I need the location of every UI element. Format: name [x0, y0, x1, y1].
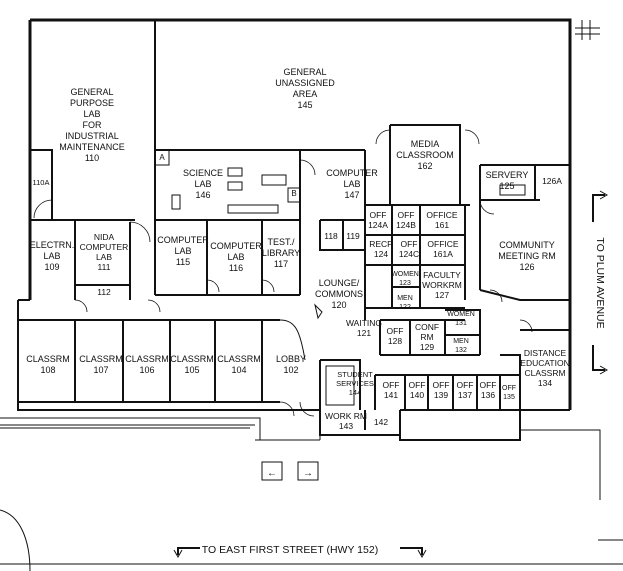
right-arrow-icon: →: [303, 468, 313, 479]
room-label-142: 142: [374, 417, 388, 427]
room-label-118: 118: [324, 231, 338, 241]
room-label-119: 119: [346, 231, 360, 241]
room-label-112: 112: [97, 287, 111, 297]
entry-arrows: ← →: [267, 468, 313, 479]
room-label-a: A: [159, 153, 165, 162]
svg-text:TO PLUM AVENUE: TO PLUM AVENUE: [594, 237, 606, 328]
street-east-label: TO PLUM AVENUE: [592, 190, 609, 375]
lab-benches: [171, 167, 526, 320]
room-label-126a: 126A: [542, 176, 562, 186]
room-label-b: B: [291, 189, 296, 198]
svg-text:TO EAST FIRST STREET (HWY 152: TO EAST FIRST STREET (HWY 152): [202, 544, 378, 556]
room-label-110a: 110A: [33, 178, 50, 187]
left-arrow-icon: ←: [267, 468, 277, 479]
street-south-label: TO EAST FIRST STREET (HWY 152): [173, 544, 427, 559]
interior-walls: [18, 20, 570, 481]
exterior-walls: [0, 18, 623, 571]
door-swings: [33, 129, 533, 417]
